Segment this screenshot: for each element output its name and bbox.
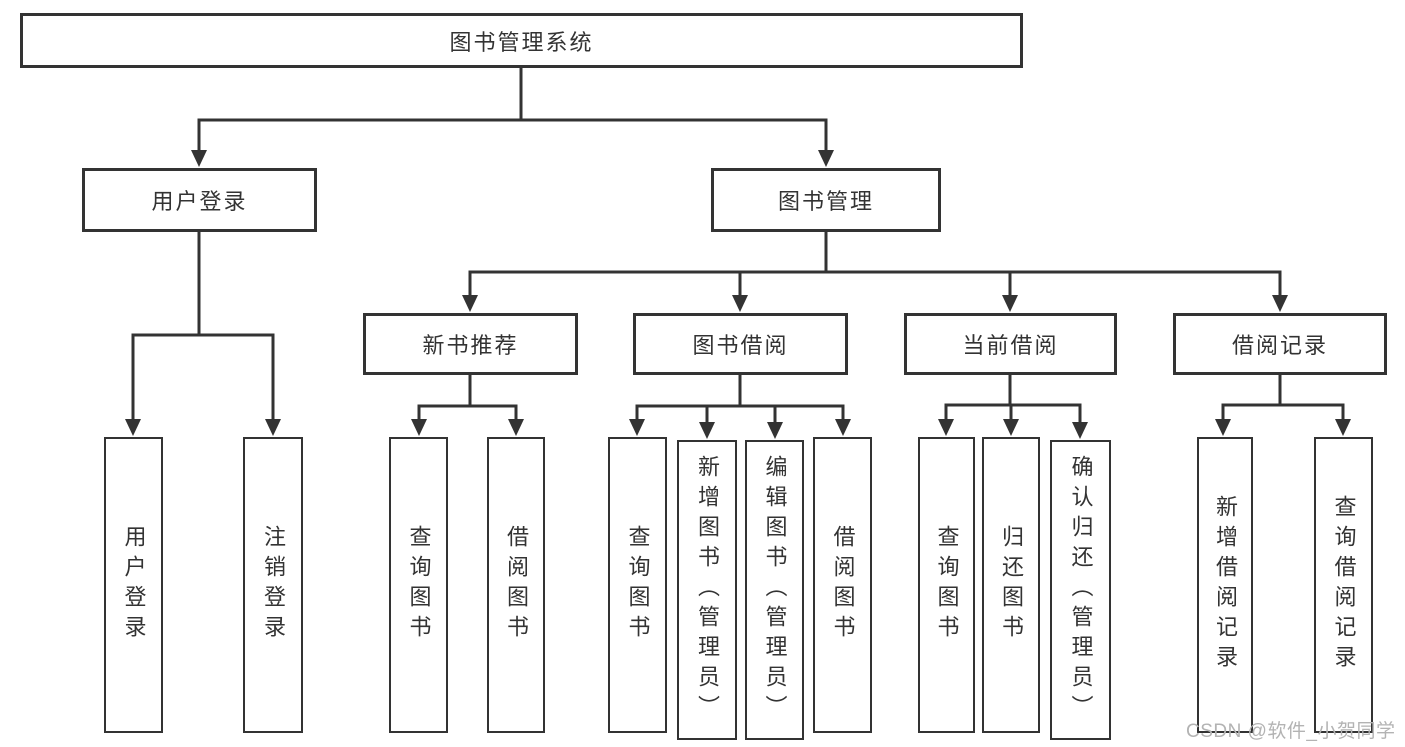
leaf-label: 查询图书 (625, 525, 651, 645)
leaf-label: 新增图书（管理员） (695, 455, 720, 725)
node-borrow-records: 借阅记录 (1173, 313, 1387, 375)
connector-current-borrow-children (938, 373, 1088, 439)
connector-user-login-children (125, 230, 281, 436)
leaf-confirm-return-admin: 确认归还（管理员） (1050, 440, 1111, 740)
node-new-book-recommend: 新书推荐 (363, 313, 578, 375)
leaf-label: 用户登录 (121, 525, 147, 645)
node-root-library-system: 图书管理系统 (20, 13, 1023, 68)
leaf-add-borrow-record: 新增借阅记录 (1197, 437, 1253, 733)
leaf-label: 借阅图书 (504, 525, 529, 645)
leaf-query-books-2: 查询图书 (608, 437, 667, 733)
csdn-watermark: CSDN @软件_小贺同学 (1186, 721, 1396, 742)
leaf-label: 借阅图书 (830, 525, 856, 645)
node-book-management: 图书管理 (711, 168, 941, 232)
leaf-logout: 注销登录 (243, 437, 303, 733)
node-label: 当前借阅 (962, 333, 1059, 358)
leaf-user-login: 用户登录 (104, 437, 163, 733)
leaf-query-borrow-record: 查询借阅记录 (1314, 437, 1373, 733)
connector-book-borrow-children (629, 373, 851, 439)
node-current-borrow: 当前借阅 (904, 313, 1117, 375)
connector-root-to-level2 (191, 66, 834, 167)
leaf-borrow-books-2: 借阅图书 (813, 437, 872, 733)
node-book-borrow: 图书借阅 (633, 313, 848, 375)
connector-book-management-children (462, 230, 1288, 312)
leaf-borrow-books-1: 借阅图书 (487, 437, 545, 733)
node-label: 新书推荐 (422, 333, 519, 358)
leaf-query-books-3: 查询图书 (918, 437, 975, 733)
leaf-edit-books-admin: 编辑图书（管理员） (745, 440, 804, 740)
node-label: 借阅记录 (1231, 333, 1328, 358)
connector-new-book-recommend-children (411, 373, 524, 436)
node-user-login: 用户登录 (82, 168, 317, 232)
node-label: 图书借阅 (692, 333, 789, 358)
leaf-label: 归还图书 (999, 525, 1024, 645)
leaf-add-books-admin: 新增图书（管理员） (677, 440, 737, 740)
leaf-label: 注销登录 (261, 525, 286, 645)
leaf-label: 查询图书 (934, 525, 960, 645)
connector-borrow-records-children (1215, 373, 1351, 436)
leaf-label: 查询图书 (406, 525, 432, 645)
leaf-label: 确认归还（管理员） (1068, 455, 1094, 725)
leaf-return-books: 归还图书 (982, 437, 1040, 733)
node-label: 用户登录 (151, 189, 248, 214)
leaf-label: 查询借阅记录 (1331, 495, 1357, 675)
node-label: 图书管理系统 (449, 29, 594, 55)
leaf-query-books-1: 查询图书 (389, 437, 448, 733)
leaf-label: 新增借阅记录 (1213, 495, 1238, 675)
node-label: 图书管理 (777, 189, 874, 214)
leaf-label: 编辑图书（管理员） (762, 455, 788, 725)
